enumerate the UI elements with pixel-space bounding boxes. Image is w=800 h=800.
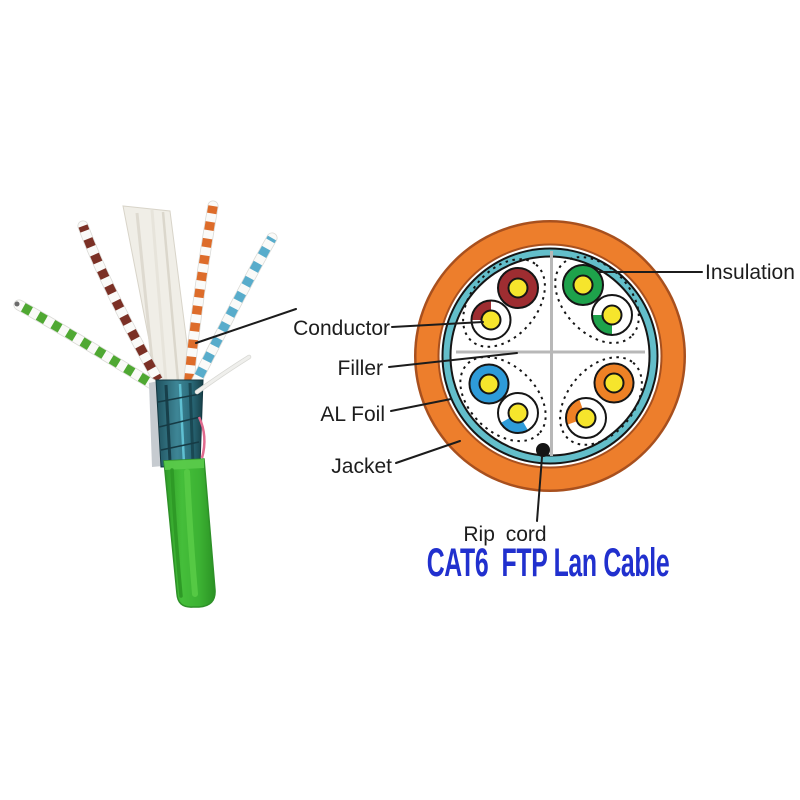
al-foil-label: AL Foil bbox=[320, 403, 385, 426]
pointer-lines bbox=[195, 271, 703, 522]
cable-pair-blue bbox=[188, 232, 278, 392]
cable-pair-brown bbox=[77, 220, 164, 386]
cross-section bbox=[414, 220, 686, 492]
conductor bbox=[572, 274, 594, 296]
rip-cord-pointer bbox=[536, 456, 543, 522]
conductor bbox=[478, 373, 500, 395]
filler-streak bbox=[135, 212, 156, 381]
cable-pair-orange bbox=[183, 200, 219, 386]
pair-boundary-bottom-right bbox=[559, 356, 643, 446]
filler-pointer bbox=[388, 352, 518, 368]
conductor bbox=[480, 309, 502, 331]
jacket-shade bbox=[170, 468, 183, 598]
al-foil-pointer bbox=[390, 398, 452, 412]
cable-photo bbox=[13, 200, 278, 608]
insulation-label: Insulation bbox=[705, 261, 795, 284]
rip-cord-string bbox=[195, 355, 251, 394]
pair-boundary-bottom-left bbox=[459, 355, 547, 443]
conductor-pointer-left bbox=[195, 308, 297, 344]
cable-jacket-green bbox=[163, 458, 216, 608]
filler-cross bbox=[456, 251, 645, 456]
jacket-label: Jacket bbox=[331, 455, 392, 478]
cable-filler-spline bbox=[122, 205, 193, 387]
jacket-highlight bbox=[184, 469, 198, 597]
conductor-pointer-right bbox=[391, 321, 484, 328]
stripe-wedge bbox=[500, 413, 528, 433]
conductor bbox=[507, 277, 529, 299]
jacket-pointer bbox=[395, 440, 461, 464]
pair-boundary-top-right bbox=[554, 256, 640, 344]
rip-cord-dot bbox=[536, 443, 550, 457]
pair-bottom-right bbox=[565, 362, 635, 439]
filler-label: Filler bbox=[337, 357, 384, 380]
cable-foil-wrap bbox=[149, 379, 204, 468]
pink-thread bbox=[197, 416, 206, 459]
filler-streak bbox=[161, 211, 180, 382]
pair-top-right bbox=[562, 264, 633, 336]
conductor bbox=[507, 402, 529, 424]
pair-bottom-left bbox=[468, 363, 539, 434]
rip-cord-label: Rip cord bbox=[463, 523, 547, 546]
pair-boundary-top-left bbox=[462, 258, 546, 348]
cable-pair-green bbox=[13, 299, 168, 396]
conductor bbox=[603, 372, 625, 394]
conductor-label: Conductor bbox=[293, 317, 390, 340]
conductor bbox=[575, 407, 597, 429]
pair-top-left bbox=[470, 267, 539, 341]
pair-tip bbox=[14, 301, 20, 307]
page-title: CAT6 FTP Lan Cable bbox=[426, 541, 670, 585]
conductor bbox=[601, 304, 623, 326]
filler-streak bbox=[150, 209, 168, 383]
jacket-rim bbox=[164, 459, 204, 470]
